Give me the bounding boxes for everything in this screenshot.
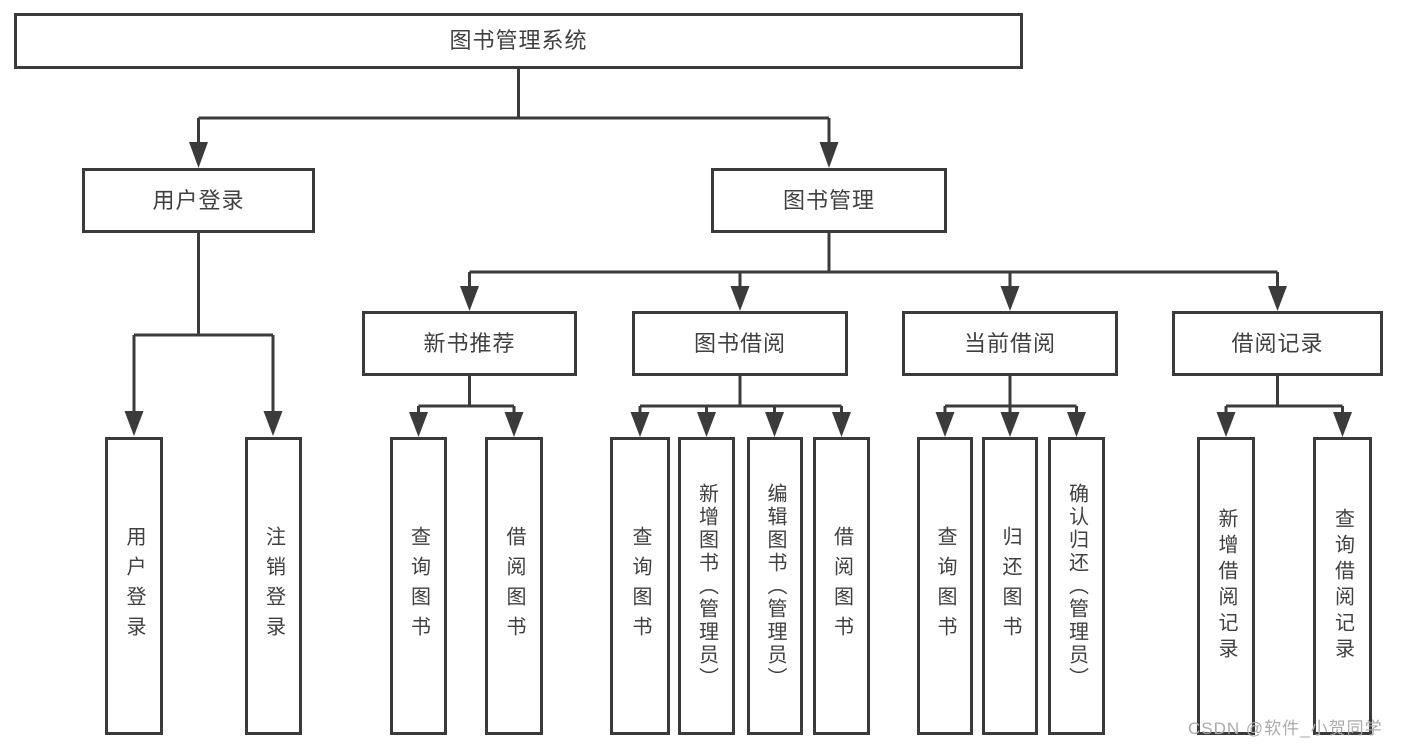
leaf-add-books-admin: 新增图书（管理员） bbox=[678, 437, 735, 735]
node-book-management: 图书管理 bbox=[711, 168, 947, 233]
leaf-query-borrow-record: 查询借阅记录 bbox=[1313, 437, 1372, 735]
leaf-add-borrow-record: 新增借阅记录 bbox=[1197, 437, 1255, 735]
node-current-borrow: 当前借阅 bbox=[902, 311, 1118, 376]
leaf-borrow-books: 借阅图书 bbox=[813, 437, 870, 735]
leaf-edit-books-admin: 编辑图书（管理员） bbox=[747, 437, 803, 735]
leaf-current-query-books: 查询图书 bbox=[917, 437, 973, 735]
node-root-system: 图书管理系统 bbox=[14, 13, 1023, 69]
leaf-logout: 注销登录 bbox=[245, 437, 302, 735]
node-borrow-records: 借阅记录 bbox=[1172, 311, 1383, 376]
leaf-user-login: 用户登录 bbox=[105, 437, 163, 735]
leaf-recommend-query-books: 查询图书 bbox=[390, 437, 447, 735]
leaf-return-books: 归还图书 bbox=[982, 437, 1038, 735]
node-new-book-recommend: 新书推荐 bbox=[362, 311, 577, 376]
watermark: CSDN @软件_小贺同学 bbox=[1188, 719, 1383, 738]
node-user-login: 用户登录 bbox=[82, 168, 315, 233]
leaf-confirm-return-admin: 确认归还（管理员） bbox=[1048, 437, 1105, 735]
node-book-borrow: 图书借阅 bbox=[632, 311, 848, 376]
leaf-recommend-borrow-books: 借阅图书 bbox=[485, 437, 543, 735]
leaf-borrow-query-books: 查询图书 bbox=[610, 437, 670, 735]
